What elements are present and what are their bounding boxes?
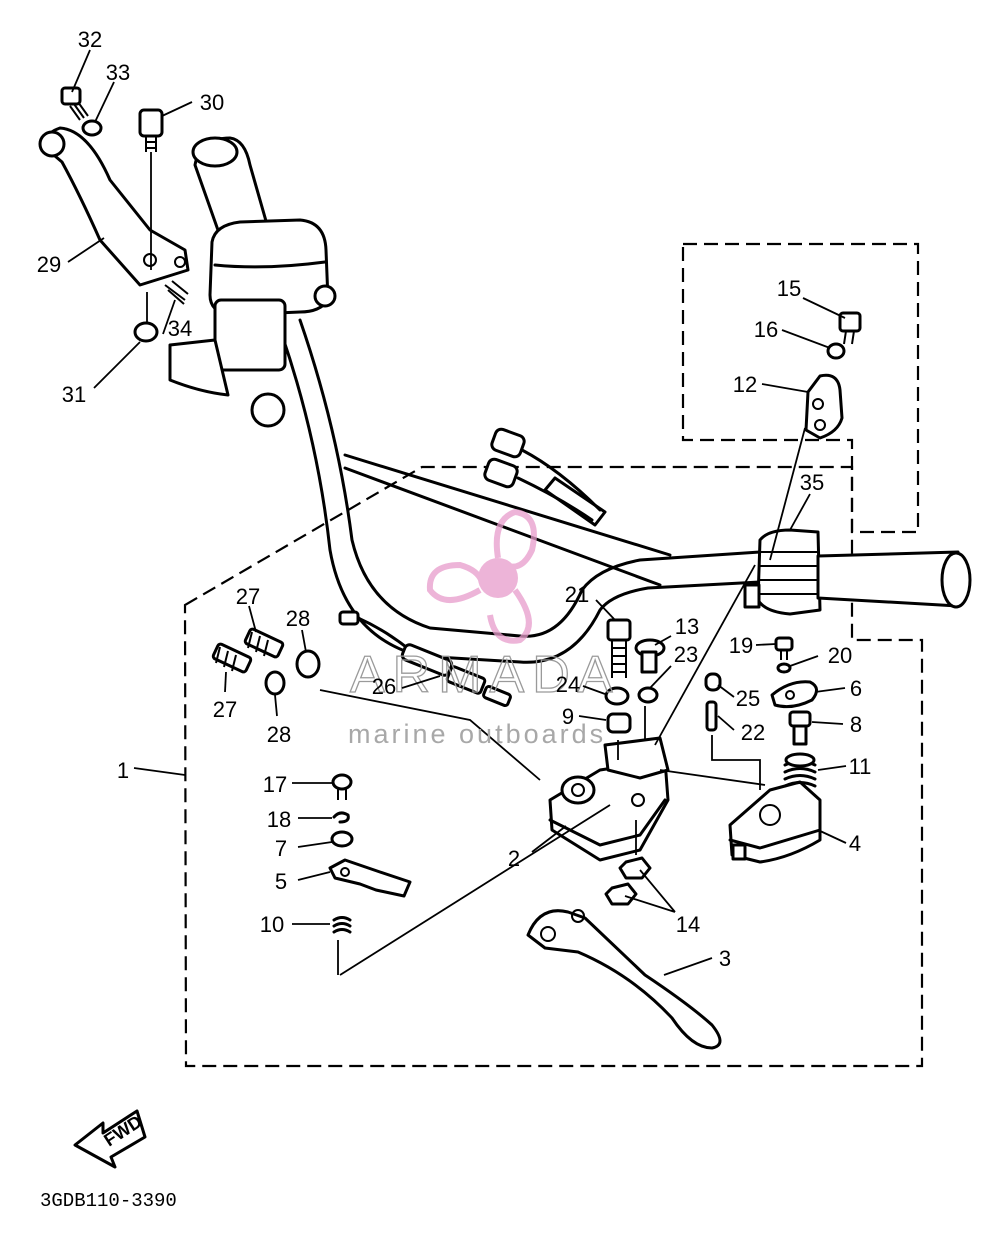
bracket-12	[804, 373, 844, 440]
switch-body-4	[728, 780, 822, 864]
left-switch-housing	[168, 218, 337, 428]
adjuster-27-upper	[243, 627, 285, 659]
cable-line-6	[769, 427, 806, 561]
washer-7	[330, 830, 354, 848]
lever-holder-2	[548, 736, 670, 862]
nut-14-upper	[618, 856, 652, 880]
callout-16: 16	[754, 317, 778, 342]
callout-35: 35	[800, 470, 824, 495]
screw-34	[164, 280, 189, 305]
callout-leaders	[67, 49, 847, 976]
bolt-32	[60, 86, 89, 121]
assembly-boundary-switch	[681, 242, 920, 534]
nut-28-lower	[264, 670, 286, 696]
bushing-9	[606, 712, 632, 734]
callout-labels: 1 2 3 4 5 6 7 8 9 10 11 12 13 14 15 16 1…	[37, 27, 872, 971]
callout-21: 21	[565, 582, 589, 607]
callout-33: 33	[106, 60, 130, 85]
callout-1: 1	[117, 758, 129, 783]
nut-28-upper	[295, 649, 321, 679]
callout-24: 24	[556, 672, 580, 697]
callout-19: 19	[729, 633, 753, 658]
right-switch-35	[743, 528, 822, 616]
callout-9: 9	[562, 704, 574, 729]
callout-8: 8	[850, 712, 862, 737]
callout-27-lower: 27	[213, 697, 237, 722]
callout-12: 12	[733, 372, 757, 397]
callout-18: 18	[267, 807, 291, 832]
screw-19	[774, 636, 794, 660]
pin-22	[705, 700, 718, 732]
callout-25: 25	[736, 686, 760, 711]
callout-15: 15	[777, 276, 801, 301]
callout-7: 7	[275, 836, 287, 861]
callout-26: 26	[372, 674, 396, 699]
callout-14: 14	[676, 912, 700, 937]
washer-24	[604, 686, 630, 706]
bolt-21	[606, 618, 632, 678]
callout-32: 32	[78, 27, 102, 52]
washer-16	[826, 342, 846, 360]
callout-13: 13	[675, 614, 699, 639]
cable-line-3	[654, 564, 756, 746]
cap-25	[704, 672, 722, 692]
callout-22: 22	[741, 720, 765, 745]
cable-line-5	[659, 769, 766, 786]
callout-4: 4	[849, 831, 861, 856]
nut-14-lower	[604, 882, 638, 906]
diagram-code: 3GDB110-3390	[40, 1190, 177, 1212]
bolt-30	[138, 108, 164, 152]
callout-31: 31	[62, 382, 86, 407]
washer-18	[332, 811, 350, 824]
callout-23: 23	[674, 642, 698, 667]
watermark-tagline: marine outboards	[348, 719, 606, 749]
nut-31	[133, 321, 159, 343]
callout-10: 10	[260, 912, 284, 937]
brake-switch-26	[338, 610, 512, 708]
callout-2: 2	[508, 846, 520, 871]
callout-28-lower: 28	[267, 722, 291, 747]
washer-23	[637, 686, 659, 704]
cable-line-4	[617, 706, 646, 760]
watermark: ARMADA marine outboards	[348, 508, 620, 749]
spring-11	[783, 752, 817, 788]
adjuster-27-lower	[211, 642, 253, 674]
cable-line-1	[339, 804, 611, 976]
callout-17: 17	[263, 772, 287, 797]
spring-10	[332, 916, 352, 934]
callout-3: 3	[719, 946, 731, 971]
washer-20	[776, 662, 792, 674]
callout-20: 20	[828, 643, 852, 668]
bracket-5	[328, 858, 412, 898]
brake-lever-3	[526, 909, 722, 1050]
connector-upper	[483, 427, 607, 527]
pivot-13	[634, 638, 666, 674]
clutch-lever	[38, 126, 190, 287]
plate-6	[770, 680, 818, 709]
washer-33	[81, 119, 103, 137]
screw-17	[331, 773, 353, 800]
cable-line-2	[319, 689, 541, 781]
watermark-brand: ARMADA	[350, 646, 620, 704]
callout-11: 11	[849, 754, 872, 779]
cable-line-7	[711, 735, 761, 790]
callout-5: 5	[275, 869, 287, 894]
plunger-8	[788, 710, 812, 746]
callout-6: 6	[850, 676, 862, 701]
fwd-arrow-icon: FWD	[73, 1109, 147, 1169]
callout-34: 34	[168, 316, 192, 341]
armada-logo-icon	[426, 508, 537, 644]
callout-27-upper: 27	[236, 584, 260, 609]
callout-30: 30	[200, 90, 224, 115]
callout-28-upper: 28	[286, 606, 310, 631]
callout-29: 29	[37, 252, 61, 277]
right-grip	[816, 550, 972, 609]
